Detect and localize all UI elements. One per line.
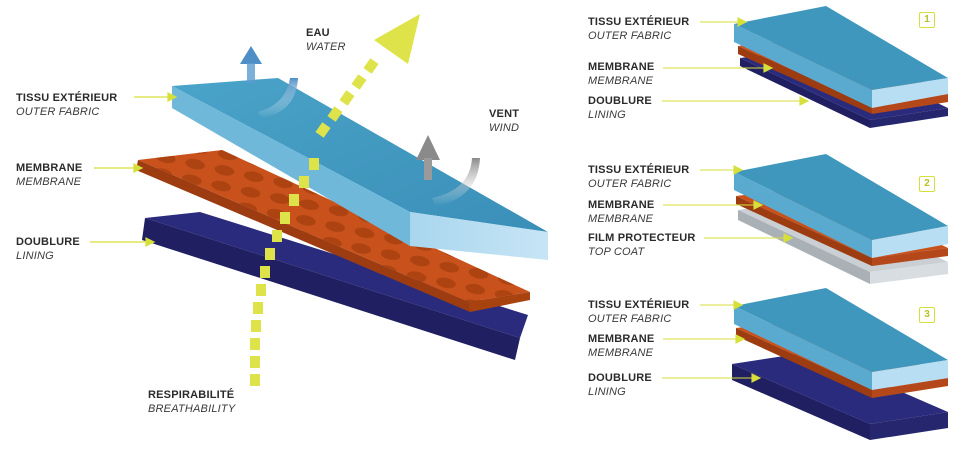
label-lining: DOUBLURE LINING (16, 237, 80, 262)
breathability-arrow-icon (250, 14, 420, 386)
label-outer-fabric: TISSU EXTÉRIEUR OUTER FABRIC (16, 93, 117, 118)
variant-3-number-badge: 3 (919, 307, 935, 323)
label-membrane-fr: MEMBRANE (16, 162, 83, 174)
variant-1-stack (734, 6, 948, 128)
variant-3-layer-3-en: LINING (588, 386, 626, 398)
variant-2-layer-1-fr: TISSU EXTÉRIEUR (588, 164, 690, 176)
variant-1-layer-1-label: TISSU EXTÉRIEUR OUTER FABRIC (588, 17, 689, 42)
label-membrane-en: MEMBRANE (16, 176, 82, 188)
label-water: EAU WATER (306, 28, 346, 53)
variant-2-layer-2-label: MEMBRANE MEMBRANE (588, 200, 654, 225)
water-arrow-icon (240, 46, 298, 118)
label-outer-fabric-en: OUTER FABRIC (16, 106, 100, 118)
variant-2-layer-3-fr: FILM PROTECTEUR (588, 232, 696, 244)
variant-2-layer-2-fr: MEMBRANE (588, 199, 655, 211)
variant-1-layer-2-label: MEMBRANE MEMBRANE (588, 62, 654, 87)
variant-3-layer-1-label: TISSU EXTÉRIEUR OUTER FABRIC (588, 300, 689, 325)
variant-2-layer-1-label: TISSU EXTÉRIEUR OUTER FABRIC (588, 165, 689, 190)
main-lining-layer (142, 212, 528, 360)
wind-arrow-icon (416, 135, 480, 206)
variant-1-layer-3-en: LINING (588, 109, 626, 121)
label-wind-fr: VENT (489, 108, 520, 120)
variant-1-layer-1-en: OUTER FABRIC (588, 30, 672, 42)
variant-1-layer-2-fr: MEMBRANE (588, 61, 655, 73)
variant-3-layer-1-fr: TISSU EXTÉRIEUR (588, 299, 690, 311)
label-wind-en: WIND (489, 122, 520, 134)
main-membrane-layer (136, 150, 530, 312)
variant-1-number-badge: 1 (919, 12, 935, 28)
label-breathability-en: BREATHABILITY (148, 403, 236, 415)
variant-1-layer-3-label: DOUBLURE LINING (588, 96, 652, 121)
variant-3-layer-2-en: MEMBRANE (588, 347, 654, 359)
variant-3-layer-3-label: DOUBLURE LINING (588, 373, 652, 398)
label-water-en: WATER (306, 41, 346, 53)
variant-leader-lines (662, 17, 810, 383)
variant-2-layer-1-en: OUTER FABRIC (588, 178, 672, 190)
variant-3-stack (732, 288, 948, 440)
label-breathability-fr: RESPIRABILITÉ (148, 389, 235, 401)
label-outer-fabric-fr: TISSU EXTÉRIEUR (16, 92, 118, 104)
label-water-fr: EAU (306, 27, 330, 39)
variant-2-layer-3-label: FILM PROTECTEUR TOP COAT (588, 233, 696, 258)
label-wind: VENT WIND (489, 109, 519, 134)
variant-3-layer-3-fr: DOUBLURE (588, 372, 652, 384)
variant-3-layer-2-fr: MEMBRANE (588, 333, 655, 345)
label-membrane: MEMBRANE MEMBRANE (16, 163, 82, 188)
variant-2-stack (734, 154, 948, 284)
variant-1-layer-2-en: MEMBRANE (588, 75, 654, 87)
variant-2-layer-3-en: TOP COAT (588, 246, 645, 258)
variant-1-layer-3-fr: DOUBLURE (588, 95, 652, 107)
variant-2-layer-2-en: MEMBRANE (588, 213, 654, 225)
main-leader-lines (90, 92, 178, 247)
variant-1-layer-1-fr: TISSU EXTÉRIEUR (588, 16, 690, 28)
variant-3-layer-2-label: MEMBRANE MEMBRANE (588, 334, 654, 359)
variant-2-number-badge: 2 (919, 176, 935, 192)
label-lining-en: LINING (16, 250, 54, 262)
variant-3-layer-1-en: OUTER FABRIC (588, 313, 672, 325)
label-breathability: RESPIRABILITÉ BREATHABILITY (148, 390, 235, 415)
label-lining-fr: DOUBLURE (16, 236, 80, 248)
